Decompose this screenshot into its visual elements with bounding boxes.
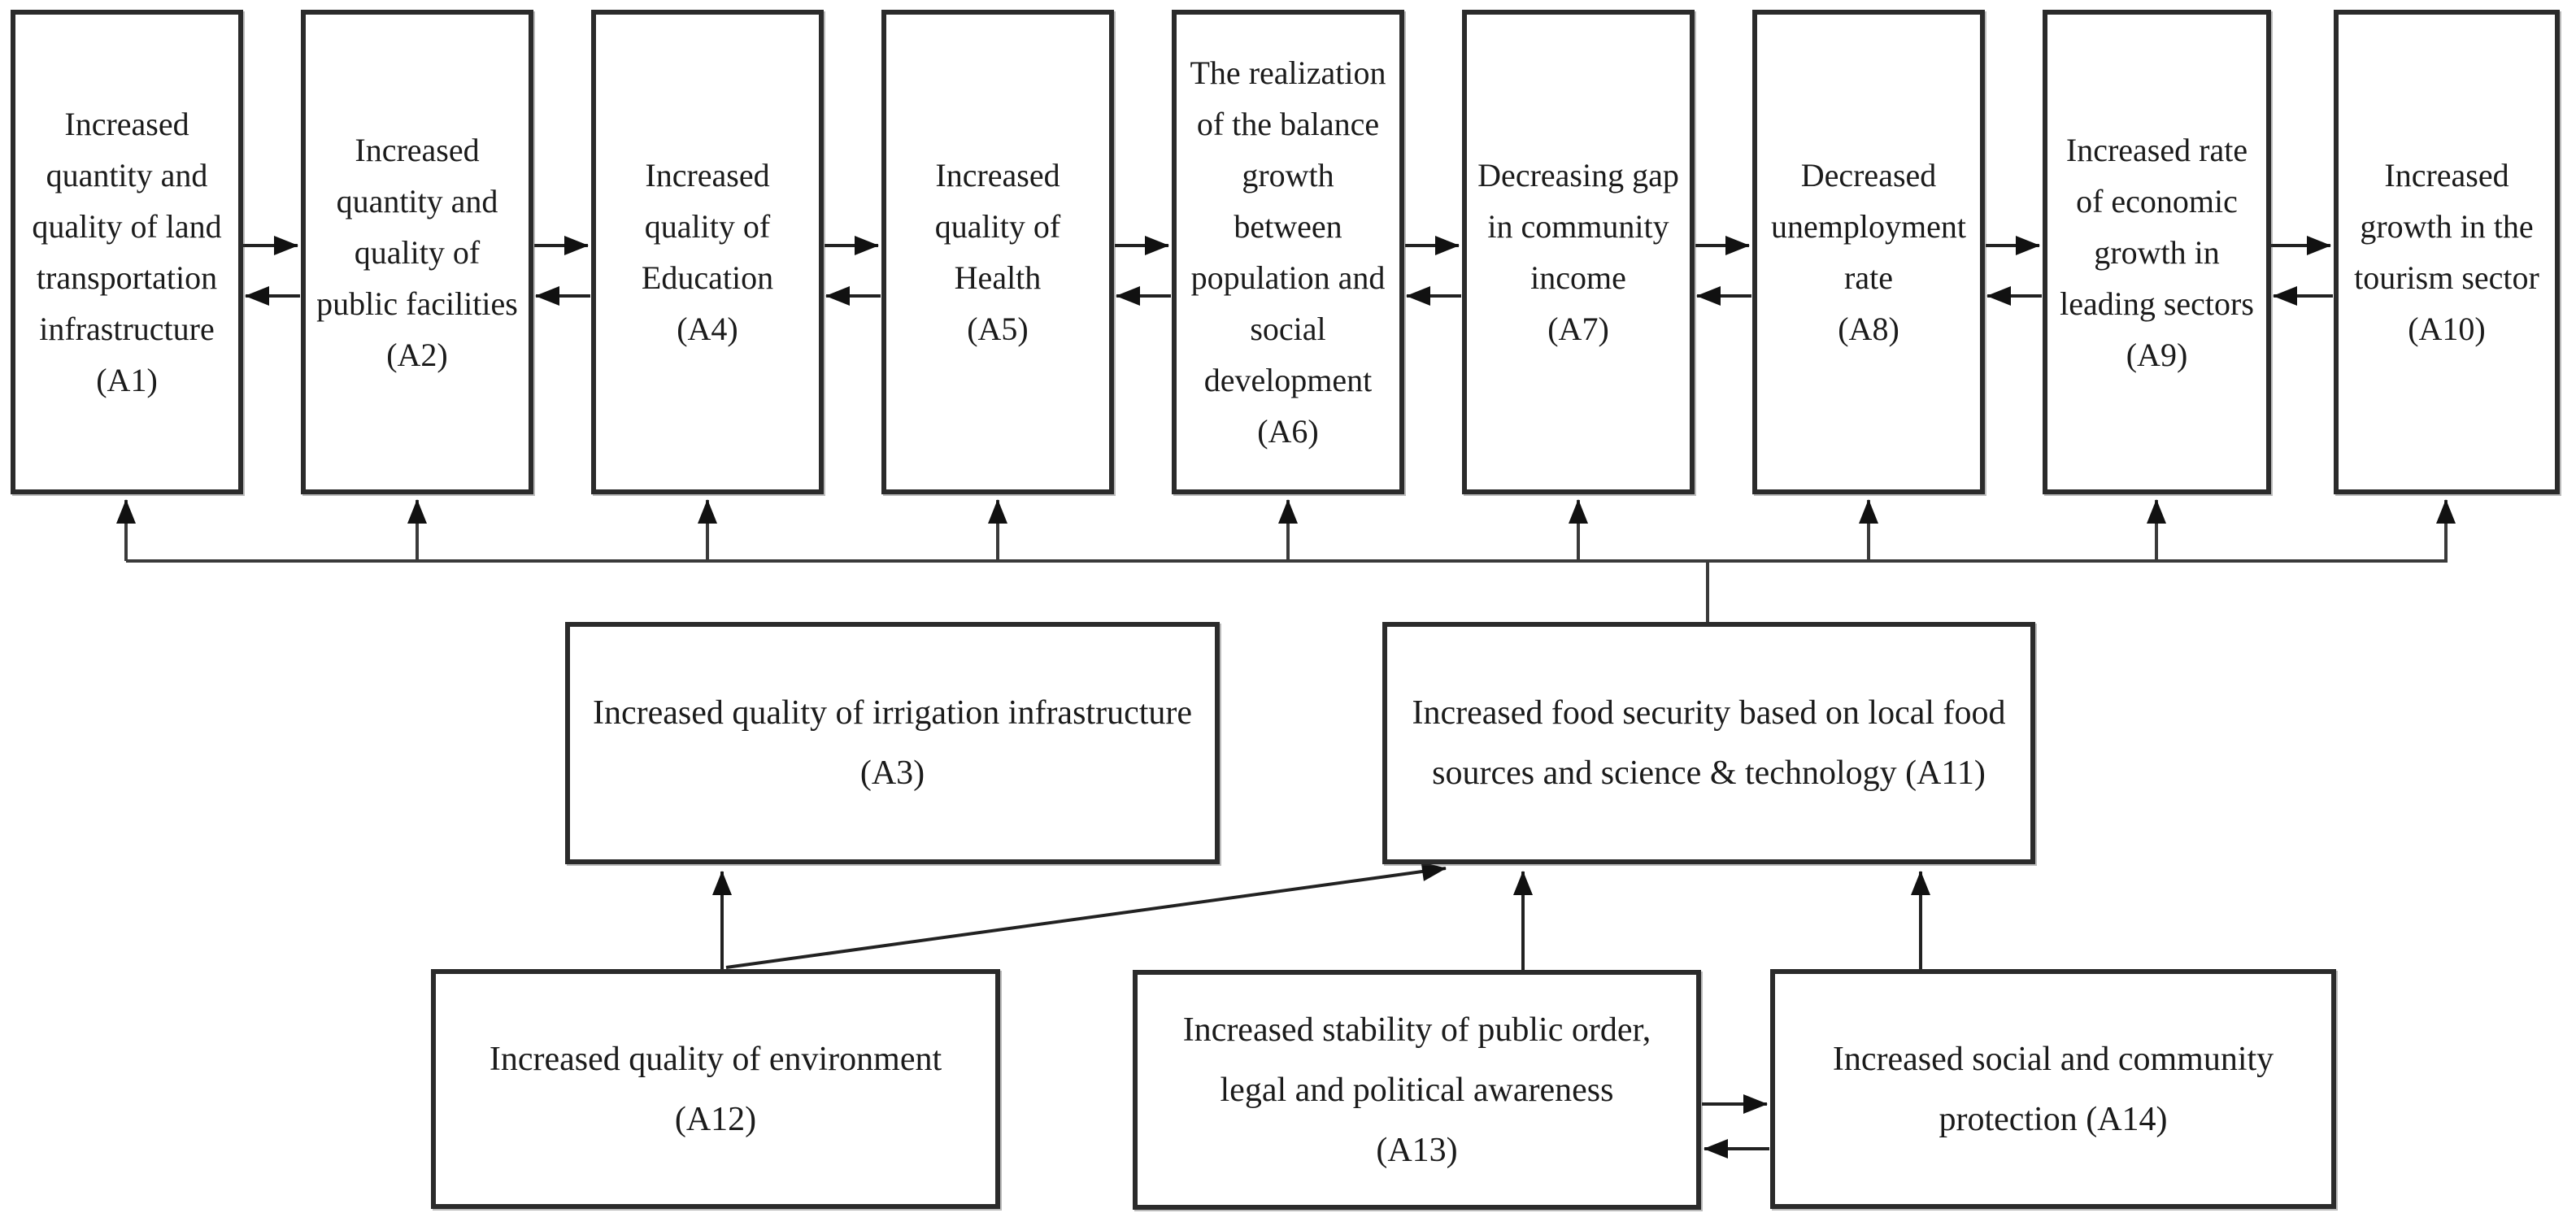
node-a3-irrigation-infrastructure: Increased quality of irrigation infrastr… xyxy=(565,622,1220,864)
node-a5-quality-of-health: Increased quality of Health (A5) xyxy=(881,10,1114,494)
node-a1-land-transportation-infrastructure: Increased quantity and quality of land t… xyxy=(11,10,243,494)
bottom-row-edges xyxy=(712,862,1930,1159)
node-a10-tourism-sector-growth: Increased growth in the tourism sector (… xyxy=(2334,10,2560,494)
node-a11-food-security: Increased food security based on local f… xyxy=(1382,622,2035,864)
node-a14-social-community-protection: Increased social and community protectio… xyxy=(1770,969,2336,1209)
top-row-edges xyxy=(243,236,2333,306)
node-a7-decreasing-income-gap: Decreasing gap in community income (A7) xyxy=(1462,10,1695,494)
node-a4-quality-of-education: Increased quality of Education (A4) xyxy=(591,10,824,494)
node-a9-economic-growth-leading-sectors: Increased rate of economic growth in lea… xyxy=(2043,10,2271,494)
edge-a12-a11-diagonal xyxy=(725,862,1447,969)
node-a13-public-order-stability: Increased stability of public order, leg… xyxy=(1133,970,1701,1210)
node-a8-decreased-unemployment: Decreased unemployment rate (A8) xyxy=(1752,10,1985,494)
node-a12-quality-of-environment: Increased quality of environment (A12) xyxy=(431,969,1000,1209)
node-a2-public-facilities: Increased quantity and quality of public… xyxy=(301,10,533,494)
node-a6-balance-growth-population-social: The realization of the balance growth be… xyxy=(1172,10,1404,494)
bus-edges xyxy=(116,499,2456,622)
